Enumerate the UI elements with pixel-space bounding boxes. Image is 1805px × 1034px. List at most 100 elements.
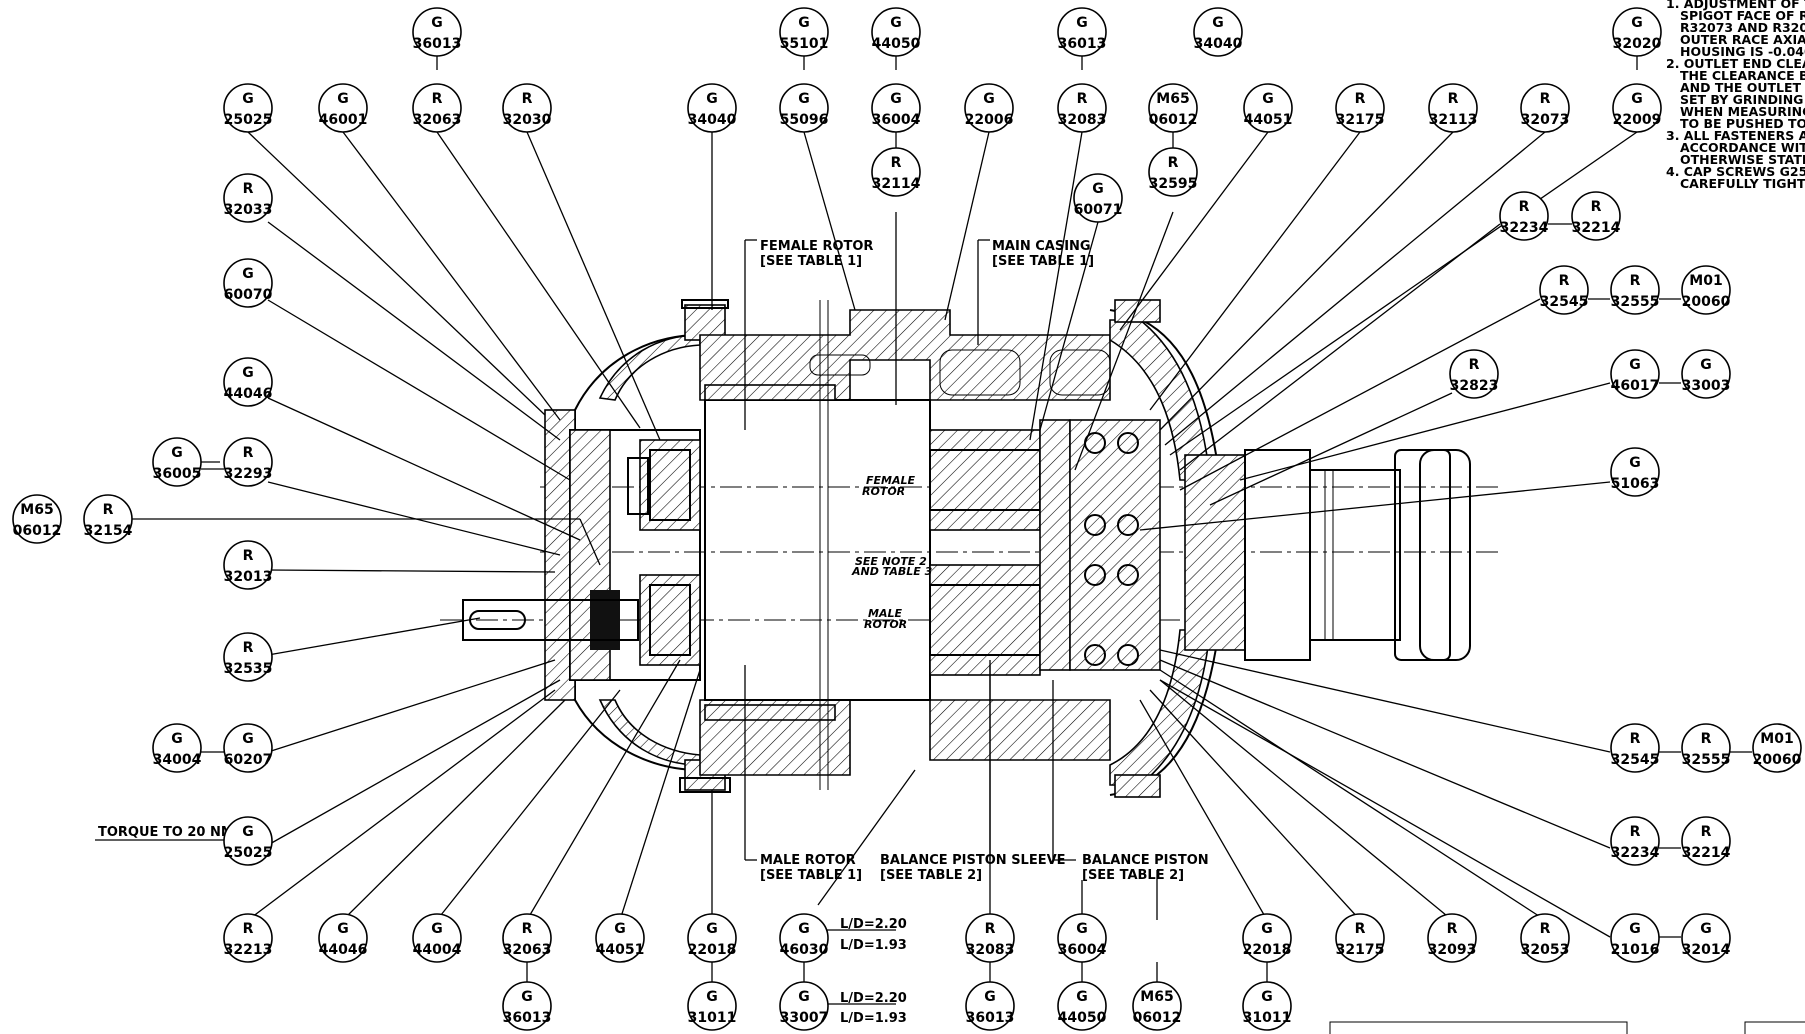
note-line: OUTER RACE AXIAL	[1680, 32, 1805, 47]
balloon-circle	[1610, 265, 1660, 315]
note-line: SPIGOT FACE OF REV	[1680, 8, 1805, 23]
balloon-part-number: 32234	[1500, 220, 1549, 236]
balloon-prefix: G	[798, 15, 810, 31]
balloon-prefix: G	[1261, 921, 1273, 937]
balloon-part-number: 60207	[224, 752, 273, 768]
balloon-prefix: R	[1355, 91, 1366, 107]
balloon-prefix: R	[1540, 921, 1551, 937]
balloon-prefix: G	[614, 921, 626, 937]
casing-port-right	[939, 349, 1021, 396]
balloon-part-number: 32545	[1611, 752, 1660, 768]
balloon-part-number: 32114	[872, 176, 921, 192]
balloon-part-number: 36013	[966, 1010, 1015, 1026]
balloon-prefix: G	[337, 921, 349, 937]
bearing-ball-5	[1084, 564, 1106, 586]
balloon-prefix: G	[798, 91, 810, 107]
balloon-prefix: R	[243, 445, 254, 461]
balloon-circle	[1335, 913, 1385, 963]
balloon-prefix: G	[1212, 15, 1224, 31]
balloon-prefix: G	[1700, 921, 1712, 937]
outlet-top-flange	[1114, 299, 1161, 323]
balloon-prefix: G	[1261, 989, 1273, 1005]
balloon-prefix: R	[1469, 357, 1480, 373]
balloon-prefix: G	[242, 266, 254, 282]
balloon-circle	[965, 913, 1015, 963]
balloon-part-number: 32033	[224, 202, 273, 218]
balloon-part-number: 32555	[1611, 294, 1660, 310]
balloon-circle	[1242, 981, 1292, 1031]
part-balloon-b55: G 44051	[595, 913, 645, 963]
balloon-prefix: G	[242, 731, 254, 747]
balloon-part-number: 44051	[596, 942, 645, 958]
rotor-top-band	[704, 384, 836, 401]
balloon-part-number: 32214	[1572, 220, 1621, 236]
balloon-prefix: G	[984, 989, 996, 1005]
balloon-circle	[502, 913, 552, 963]
balloon-prefix: M01	[1689, 273, 1722, 289]
balloon-part-number: 44050	[872, 36, 921, 52]
balloon-circle	[1681, 349, 1731, 399]
balloon-circle	[83, 494, 133, 544]
balloon-part-number: 22006	[965, 112, 1014, 128]
balloon-prefix: R	[1591, 199, 1602, 215]
balloon-prefix: G	[171, 731, 183, 747]
outlet-bottom-flange	[1114, 774, 1161, 798]
balloon-circle	[223, 437, 273, 487]
balloon-circle	[223, 258, 273, 308]
balloon-circle	[223, 816, 273, 866]
balloon-prefix: G	[1262, 91, 1274, 107]
balloon-part-number: 32234	[1611, 845, 1660, 861]
see-note-label-1: SEE NOTE 2	[855, 555, 927, 568]
balloon-prefix: G	[1629, 921, 1641, 937]
balloon-circle	[964, 83, 1014, 133]
balloon-prefix: R	[1168, 155, 1179, 171]
balloon-prefix: R	[1519, 199, 1530, 215]
note-line: 2. OUTLET END CLEAR	[1666, 56, 1805, 71]
balloon-prefix: G	[521, 989, 533, 1005]
balloon-circle	[1057, 913, 1107, 963]
balloon-circle	[1057, 7, 1107, 57]
balloon-part-number: 20060	[1682, 294, 1731, 310]
part-balloon-b5: G 34040	[1193, 7, 1243, 57]
balloon-circle	[1612, 7, 1662, 57]
balloon-part-number: 32014	[1682, 942, 1731, 958]
balloon-circle	[223, 357, 273, 407]
balloon-prefix: R	[1630, 824, 1641, 840]
balance-piston-sleeve-label: BALANCE PISTON SLEEVE	[880, 853, 1066, 868]
balloon-prefix: R	[1559, 273, 1570, 289]
balloon-circle	[1428, 83, 1478, 133]
balloon-circle	[779, 913, 829, 963]
balloon-part-number: 55101	[780, 36, 829, 52]
balloon-part-number: 32535	[224, 661, 273, 677]
balloon-prefix: G	[171, 445, 183, 461]
balloon-part-number: 32595	[1149, 176, 1198, 192]
balloon-part-number: 32175	[1336, 112, 1385, 128]
balloon-prefix: G	[890, 91, 902, 107]
balloon-prefix: R	[1077, 91, 1088, 107]
balloon-prefix: G	[337, 91, 349, 107]
balloon-part-number: 55096	[780, 112, 829, 128]
female-axis-label-2: ROTOR	[862, 485, 905, 498]
balloon-prefix: G	[1092, 181, 1104, 197]
balloon-circle	[687, 913, 737, 963]
balloon-part-number: 34040	[1194, 36, 1243, 52]
balloon-circle	[1520, 83, 1570, 133]
balloon-prefix: G	[1629, 357, 1641, 373]
see-note-label-2: AND TABLE 3	[851, 565, 933, 578]
balloon-part-number: 06012	[13, 523, 62, 539]
balloon-circle	[223, 83, 273, 133]
